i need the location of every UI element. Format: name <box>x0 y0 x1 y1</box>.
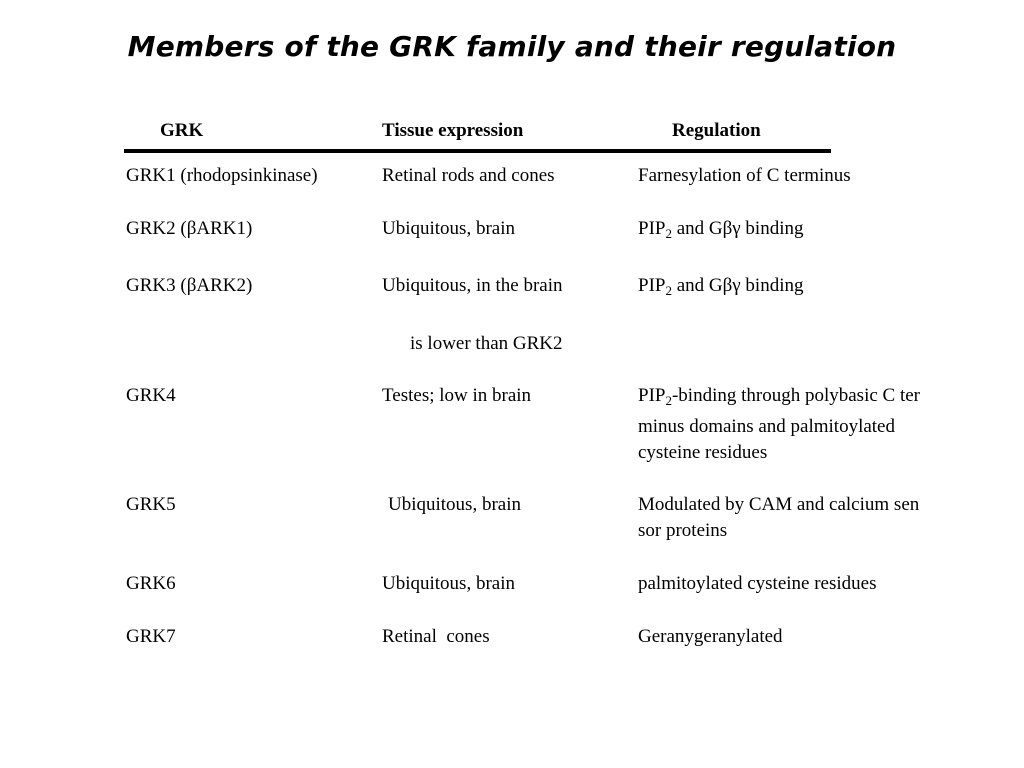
row-grk4-name: GRK4 <box>126 385 176 406</box>
row-grk5-name: GRK5 <box>126 494 176 515</box>
row-grk7-name: GRK7 <box>126 626 176 647</box>
row-grk5-tissue: Ubiquitous, brain <box>388 494 521 515</box>
page-title: Members of the GRK family and their regu… <box>127 30 897 63</box>
row-grk6-name: GRK6 <box>126 573 176 594</box>
regulation-text: and Gβγ binding <box>671 218 804 239</box>
header-tissue-expression: Tissue expression <box>382 120 524 141</box>
row-grk4-regulation: PIP2-binding through polybasic C ter <box>638 382 920 410</box>
row-grk3-tissue-continued: is lower than GRK2 <box>410 333 563 354</box>
row-grk1-regulation: Farnesylation of C terminus <box>638 165 851 186</box>
regulation-text: -binding through polybasic C ter <box>671 385 920 406</box>
row-grk3-name: GRK3 (βARK2) <box>126 275 253 296</box>
header-grk: GRK <box>160 120 204 141</box>
row-grk5-regulation: Modulated by CAM and calcium sen <box>638 494 920 515</box>
row-grk4-regulation-line3: cysteine residues <box>638 442 768 463</box>
row-grk2-name: GRK2 (βARK1) <box>126 218 253 239</box>
header-regulation: Regulation <box>672 120 761 141</box>
regulation-text: PIP <box>638 218 666 239</box>
row-grk5-regulation-line2: sor proteins <box>638 520 728 541</box>
row-grk3-regulation: PIP2 and Gβγ binding <box>638 272 804 300</box>
row-grk4-tissue: Testes; low in brain <box>382 385 532 406</box>
tissue-text: Retinal cones <box>382 626 490 647</box>
row-grk6-regulation: palmitoylated cysteine residues <box>638 573 877 594</box>
regulation-text: and Gβγ binding <box>671 275 804 296</box>
row-grk4-regulation-line2: minus domains and palmitoylated <box>638 416 895 437</box>
row-grk7-tissue: Retinal cones <box>382 623 490 651</box>
regulation-subscript: 2 <box>665 283 672 298</box>
row-grk1-name: GRK1 (rhodopsinkinase) <box>126 165 318 186</box>
regulation-subscript: 2 <box>665 226 672 241</box>
regulation-text: PIP <box>638 275 666 296</box>
header-rule <box>124 149 831 153</box>
row-grk7-regulation: Geranygeranylated <box>638 626 783 647</box>
row-grk6-tissue: Ubiquitous, brain <box>382 573 515 594</box>
regulation-text: PIP <box>638 385 666 406</box>
row-grk2-tissue: Ubiquitous, brain <box>382 218 515 239</box>
row-grk2-regulation: PIP2 and Gβγ binding <box>638 215 804 243</box>
regulation-subscript: 2 <box>665 393 672 408</box>
row-grk1-tissue: Retinal rods and cones <box>382 165 555 186</box>
row-grk3-tissue: Ubiquitous, in the brain <box>382 275 563 296</box>
